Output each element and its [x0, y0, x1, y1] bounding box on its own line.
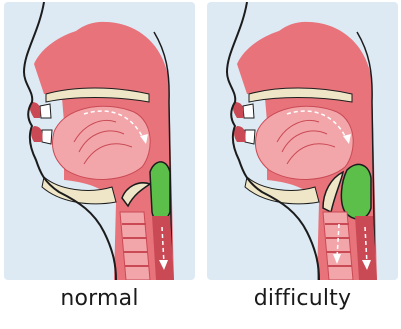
tongue	[53, 106, 151, 179]
nasal-cavity	[34, 26, 154, 97]
lower-teeth	[245, 130, 255, 144]
upper-teeth	[243, 104, 254, 118]
food-bolus	[341, 164, 371, 219]
food-bolus	[150, 162, 170, 221]
upper-teeth	[40, 104, 51, 118]
caption-difficulty: difficulty	[207, 286, 398, 311]
lower-lip	[31, 126, 43, 142]
caption-normal: normal	[4, 286, 195, 311]
difficulty-swallow-illustration	[207, 2, 398, 280]
nasal-cavity	[237, 26, 357, 97]
panel-difficulty	[207, 2, 398, 280]
normal-swallow-illustration	[4, 2, 195, 280]
lower-lip	[234, 126, 246, 142]
panel-normal	[4, 2, 195, 280]
tongue	[256, 106, 354, 179]
lower-teeth	[42, 130, 52, 144]
